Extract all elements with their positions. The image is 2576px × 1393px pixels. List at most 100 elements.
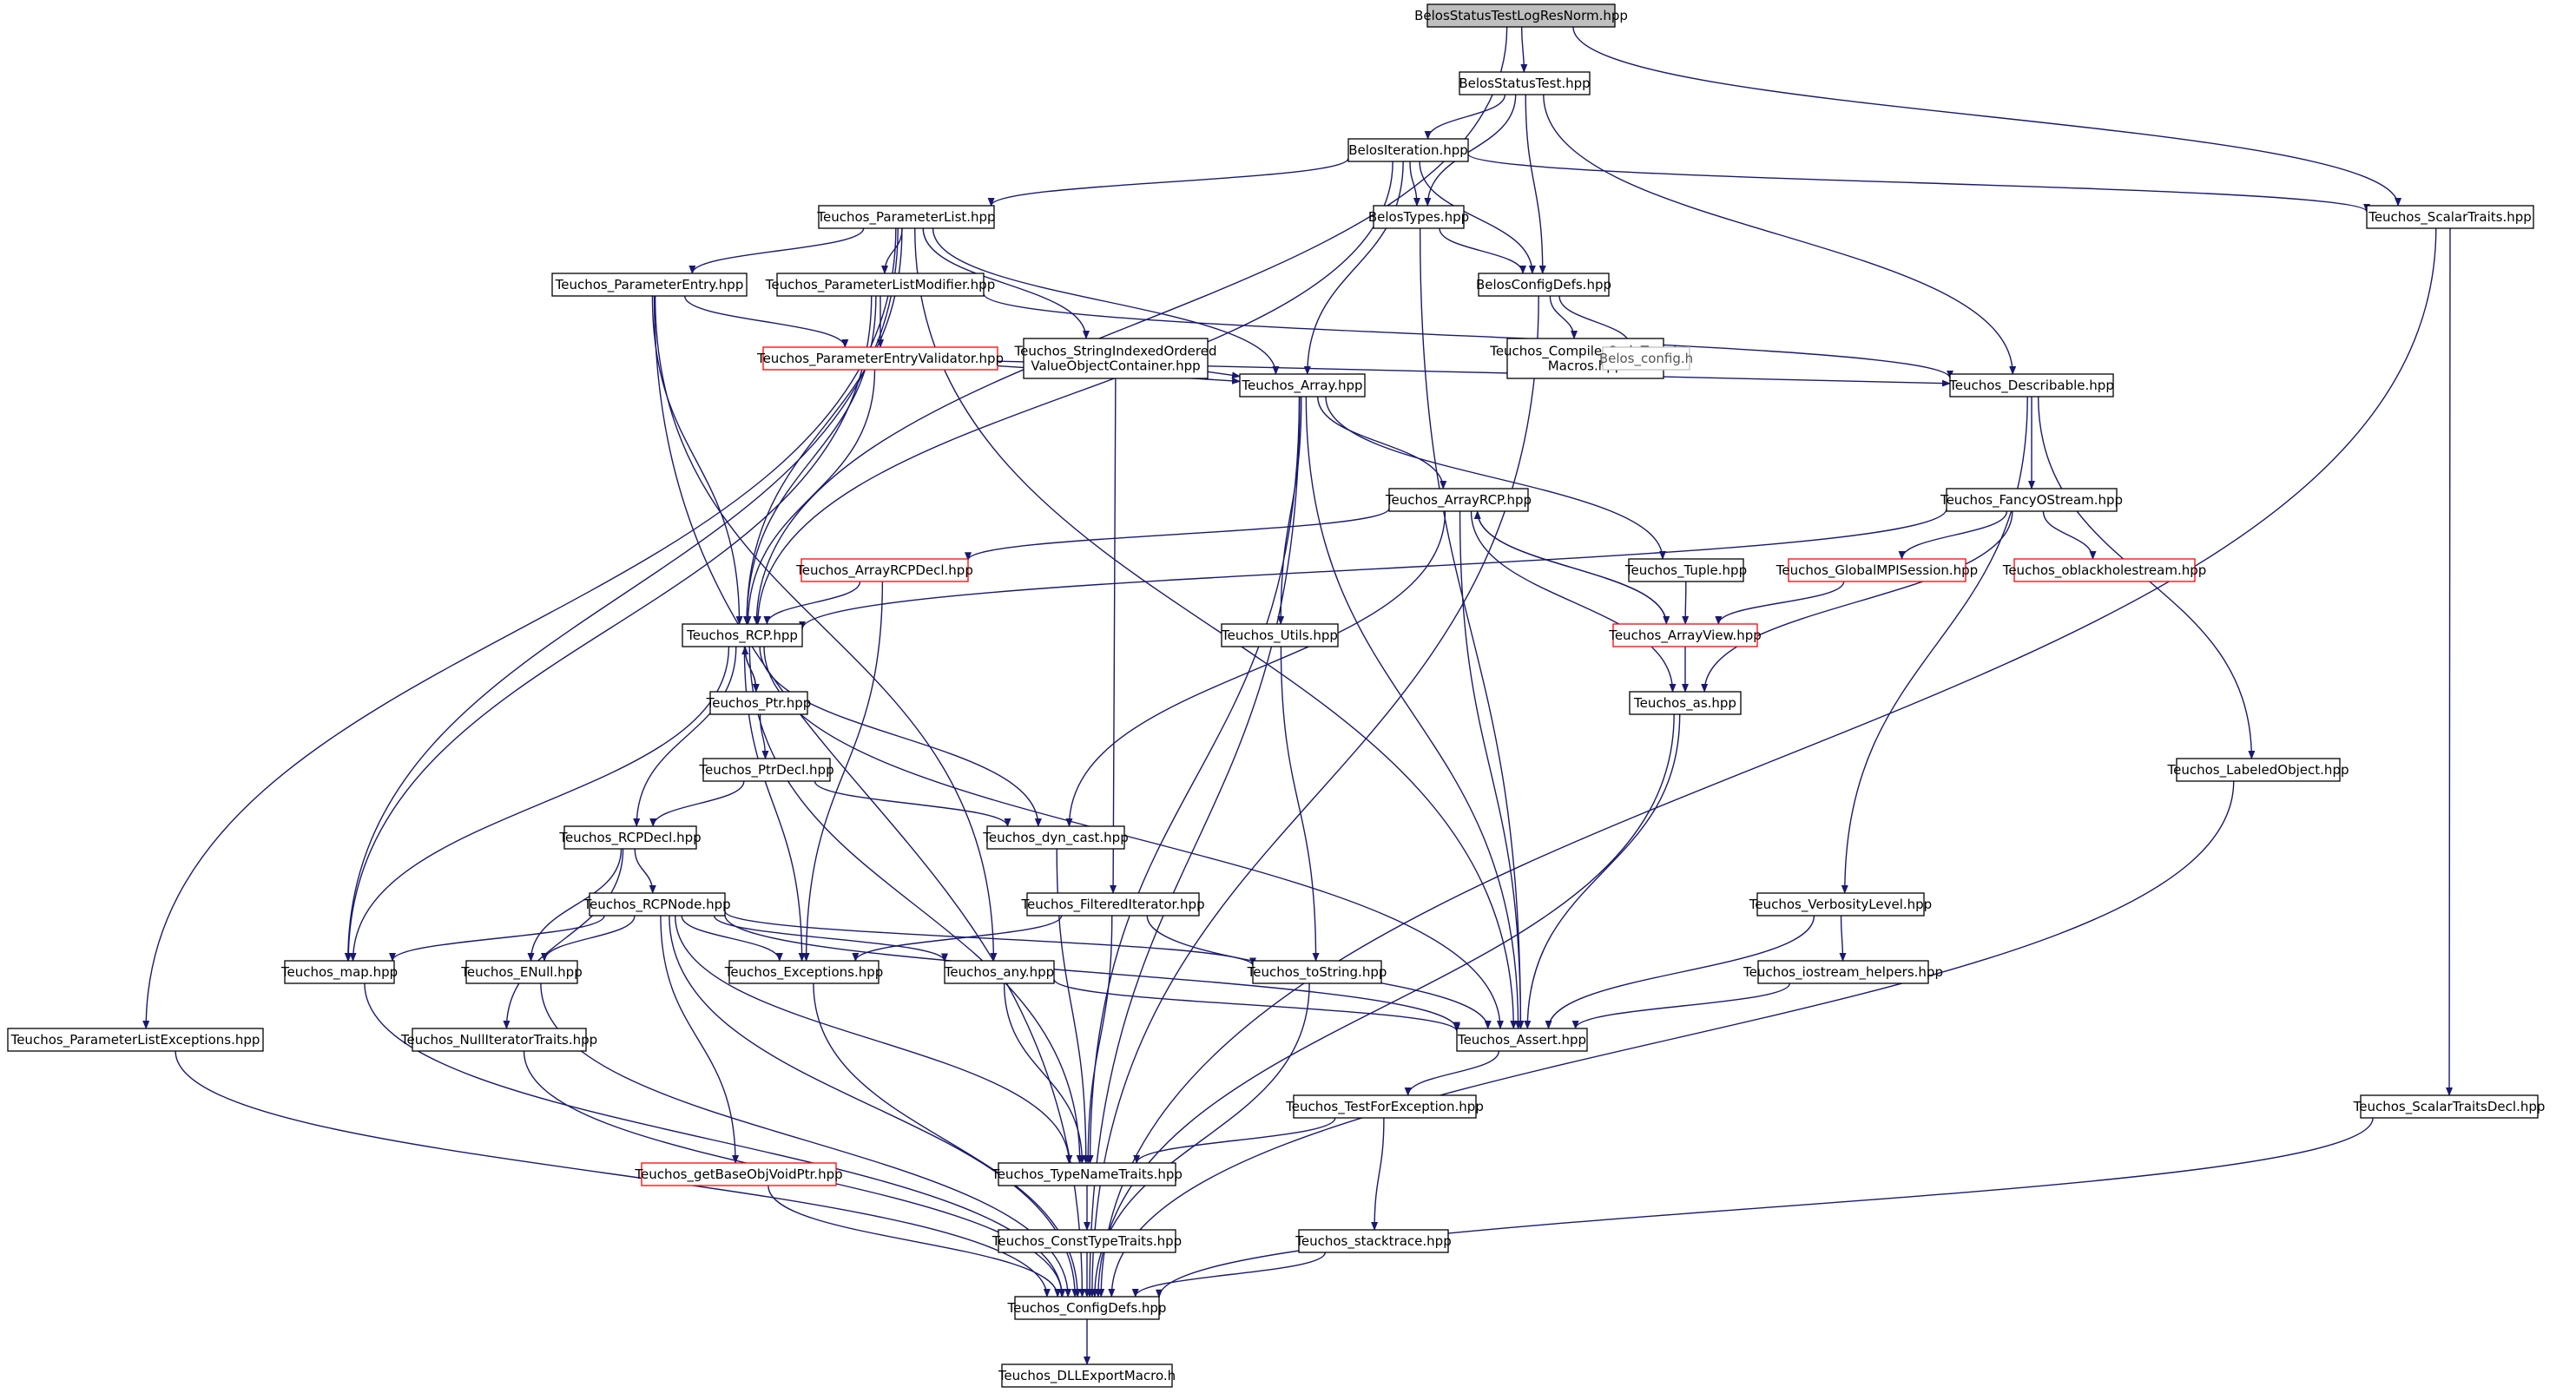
- node-rcp[interactable]: Teuchos_RCP.hpp: [682, 623, 803, 647]
- node-plmodifier[interactable]: Teuchos_ParameterListModifier.hpp: [765, 273, 995, 297]
- node-enull[interactable]: Teuchos_ENull.hpp: [460, 960, 583, 984]
- node-rcpdecl[interactable]: Teuchos_RCPDecl.hpp: [558, 825, 702, 850]
- node-box: [284, 960, 395, 984]
- node-globalmpi[interactable]: Teuchos_GlobalMPISession.hpp: [1776, 558, 1978, 582]
- edge-ptr-to-rcp: [741, 646, 757, 693]
- node-box: [998, 1162, 1176, 1186]
- node-label: Teuchos_Array.hpp: [1241, 378, 1362, 394]
- node-as[interactable]: Teuchos_as.hpp: [1629, 691, 1742, 715]
- node-label-line: Teuchos_DLLExportMacro.h: [998, 1368, 1176, 1384]
- node-configdefs[interactable]: Teuchos_ConfigDefs.hpp: [1007, 1296, 1167, 1320]
- node-label: Teuchos_Assert.hpp: [1457, 1032, 1586, 1048]
- node-label-line: Teuchos_ParameterEntryValidator.hpp: [756, 351, 1004, 367]
- node-utils[interactable]: Teuchos_Utils.hpp: [1221, 623, 1339, 647]
- node-label: Teuchos_RCP.hpp: [686, 628, 798, 644]
- edge-fancyostream-to-rcp: [799, 509, 1947, 630]
- node-box: [1388, 488, 1529, 512]
- node-label: Teuchos_RCPDecl.hpp: [558, 830, 701, 846]
- node-tuple[interactable]: Teuchos_Tuple.hpp: [1624, 558, 1747, 582]
- node-paramlist[interactable]: Teuchos_ParameterList.hpp: [816, 205, 996, 229]
- node-label-line: BelosConfigDefs.hpp: [1476, 277, 1611, 292]
- node-belosconfig[interactable]: BelosConfigDefs.hpp: [1476, 273, 1611, 297]
- node-box: [1221, 623, 1339, 647]
- node-labeledobject[interactable]: Teuchos_LabeledObject.hpp: [2167, 758, 2349, 782]
- edge-arrayrcp-to-as: [1470, 510, 1677, 693]
- edge-paramlist-to-rcp: [743, 227, 903, 625]
- node-label: Teuchos_Ptr.hpp: [706, 695, 812, 712]
- edge-globalmpi-to-arrayview: [1715, 581, 1845, 625]
- node-label-line: Teuchos_any.hpp: [944, 964, 1054, 981]
- edge-rcp-to-map: [349, 646, 730, 962]
- node-verbosity[interactable]: Teuchos_VerbosityLevel.hpp: [1749, 892, 1932, 917]
- node-iostreamhelpers[interactable]: Teuchos_iostream_helpers.hpp: [1743, 960, 1943, 984]
- node-ptr[interactable]: Teuchos_Ptr.hpp: [706, 691, 812, 715]
- node-arrayrcp[interactable]: Teuchos_ArrayRCP.hpp: [1385, 488, 1532, 512]
- node-rcpnode[interactable]: Teuchos_RCPNode.hpp: [583, 892, 731, 917]
- node-iteration[interactable]: BelosIteration.hpp: [1347, 138, 1469, 162]
- node-box: [1014, 1296, 1160, 1320]
- node-scalartraits[interactable]: Teuchos_ScalarTraits.hpp: [2366, 205, 2534, 229]
- node-box: [1456, 1028, 1588, 1052]
- node-stacktrace[interactable]: Teuchos_stacktrace.hpp: [1295, 1229, 1452, 1253]
- edge-array-to-typenametraits: [1086, 396, 1301, 1164]
- node-typenametraits[interactable]: Teuchos_TypeNameTraits.hpp: [991, 1162, 1183, 1186]
- node-label: Teuchos_PtrDecl.hpp: [698, 762, 833, 779]
- node-box: [1478, 273, 1610, 297]
- node-label-line: Teuchos_VerbosityLevel.hpp: [1749, 897, 1932, 913]
- edge-rcpnode-to-getbaseobj: [660, 915, 740, 1164]
- node-label-line: Teuchos_dyn_cast.hpp: [982, 830, 1128, 846]
- node-pevalidator[interactable]: Teuchos_ParameterEntryValidator.hpp: [756, 346, 1004, 371]
- node-label-line: BelosTypes.hpp: [1368, 209, 1469, 225]
- node-arrayview[interactable]: Teuchos_ArrayView.hpp: [1608, 623, 1762, 647]
- node-nulliter[interactable]: Teuchos_NullIteratorTraits.hpp: [400, 1028, 597, 1052]
- node-fancyostream[interactable]: Teuchos_FancyOStream.hpp: [1940, 488, 2123, 512]
- node-belostypes[interactable]: BelosTypes.hpp: [1368, 205, 1469, 229]
- node-label: Teuchos_ParameterEntryValidator.hpp: [756, 351, 1004, 367]
- node-box: [1293, 1094, 1477, 1119]
- node-dyncast[interactable]: Teuchos_dyn_cast.hpp: [982, 825, 1129, 850]
- node-consttypetraits[interactable]: Teuchos_ConstTypeTraits.hpp: [992, 1229, 1182, 1253]
- node-box: [1756, 892, 1925, 917]
- node-root[interactable]: BelosStatusTestLogResNorm.hpp: [1414, 3, 1628, 28]
- edge-belosconfig-to-configdefs: [1088, 295, 1539, 1298]
- node-filtered[interactable]: Teuchos_FilteredIterator.hpp: [1020, 892, 1205, 917]
- node-map[interactable]: Teuchos_map.hpp: [280, 960, 398, 984]
- node-scalartraitsdecl[interactable]: Teuchos_ScalarTraitsDecl.hpp: [2353, 1094, 2546, 1119]
- node-oblackhole[interactable]: Teuchos_oblackholestream.hpp: [2002, 558, 2207, 582]
- edge-rcpnode-to-configdefs: [669, 915, 1079, 1298]
- edge-filtered-to-typenametraits: [1084, 915, 1113, 1164]
- node-testforexc[interactable]: Teuchos_TestForException.hpp: [1285, 1094, 1484, 1119]
- edge-ptr-to-ptrdecl: [759, 713, 769, 759]
- node-statustest[interactable]: BelosStatusTest.hpp: [1459, 71, 1591, 95]
- node-array[interactable]: Teuchos_Array.hpp: [1239, 373, 1366, 398]
- node-arrayrcpdecl[interactable]: Teuchos_ArrayRCPDecl.hpp: [795, 558, 973, 582]
- edge-describable-to-verbosity: [1841, 396, 2028, 894]
- edge-iteration-to-rcp: [754, 161, 1393, 625]
- node-label: Teuchos_getBaseObjVoidPtr.hpp: [634, 1166, 842, 1183]
- node-paramentry[interactable]: Teuchos_ParameterEntry.hpp: [551, 273, 748, 297]
- edge-statustest-to-belosconfig: [1525, 94, 1546, 274]
- node-getbaseobj[interactable]: Teuchos_getBaseObjVoidPtr.hpp: [634, 1162, 843, 1186]
- node-describable[interactable]: Teuchos_Describable.hpp: [1948, 373, 2114, 398]
- edge-ptrdecl-to-dyncast: [814, 780, 1011, 827]
- edge-any-to-assert: [1053, 978, 1460, 1033]
- node-label-line: Teuchos_oblackholestream.hpp: [2002, 562, 2207, 579]
- node-layer: BelosStatusTestLogResNorm.hppBelosStatus…: [7, 3, 2546, 1388]
- node-ptrdecl[interactable]: Teuchos_PtrDecl.hpp: [698, 758, 834, 782]
- node-exceptions[interactable]: Teuchos_Exceptions.hpp: [724, 960, 884, 984]
- node-any[interactable]: Teuchos_any.hpp: [944, 960, 1055, 984]
- edge-as-to-assert: [1524, 713, 1681, 1029]
- node-label-line: Teuchos_Exceptions.hpp: [724, 964, 884, 981]
- node-tostring[interactable]: Teuchos_toString.hpp: [1247, 960, 1387, 984]
- edge-arrayview-to-arrayrcp: [1473, 510, 1667, 625]
- node-plexceptions[interactable]: Teuchos_ParameterListExceptions.hpp: [7, 1028, 264, 1052]
- node-box: [1629, 691, 1742, 715]
- edge-paramlist-to-stringindexed: [922, 227, 1090, 339]
- node-belosconfigh[interactable]: Belos_config.h: [1599, 346, 1693, 371]
- node-box: [682, 623, 803, 647]
- node-assert[interactable]: Teuchos_Assert.hpp: [1456, 1028, 1588, 1052]
- node-box: [818, 205, 995, 229]
- node-dllexport[interactable]: Teuchos_DLLExportMacro.h: [998, 1363, 1176, 1388]
